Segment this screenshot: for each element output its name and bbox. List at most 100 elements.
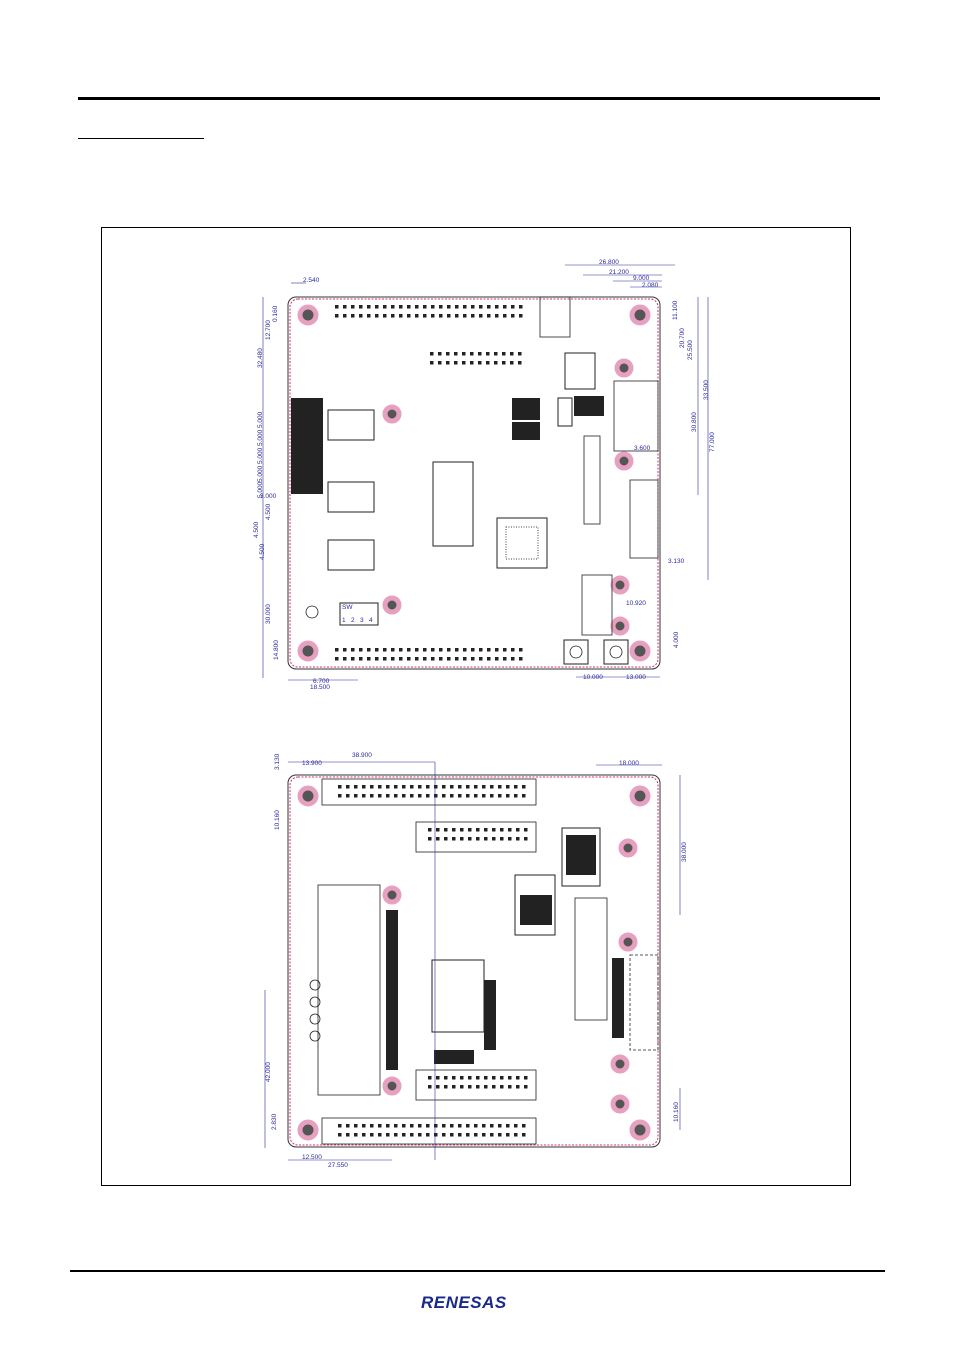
- pin: [460, 837, 464, 841]
- pin: [495, 314, 499, 318]
- header-pins-mid: [430, 352, 522, 365]
- dimension-label: 4.500: [253, 521, 260, 538]
- mounting-hole: [610, 1094, 630, 1114]
- pin: [471, 657, 475, 661]
- pin: [450, 785, 454, 789]
- pin: [471, 648, 475, 652]
- pin: [486, 361, 490, 365]
- pin: [399, 648, 403, 652]
- dimension-label: 10.160: [274, 810, 281, 830]
- renesas-logo: RENESAS: [421, 1293, 506, 1312]
- mounting-hole: [382, 1076, 402, 1096]
- pin: [500, 837, 504, 841]
- pin: [442, 1133, 446, 1137]
- pin: [434, 1133, 438, 1137]
- pin: [343, 314, 347, 318]
- pin: [436, 828, 440, 832]
- header-pins: [338, 1124, 526, 1137]
- pin: [455, 657, 459, 661]
- pin: [410, 794, 414, 798]
- footer-rule: [70, 1270, 885, 1272]
- regulator: [512, 422, 540, 440]
- section-heading-underline: [78, 138, 204, 139]
- pin: [383, 305, 387, 309]
- pin: [462, 352, 466, 356]
- pin: [458, 1124, 462, 1128]
- mounting-hole: [629, 304, 651, 326]
- pin: [511, 305, 515, 309]
- pin: [444, 828, 448, 832]
- pin: [503, 648, 507, 652]
- mounting-hole: [629, 785, 651, 807]
- ic-chip: [431, 959, 485, 1033]
- dimension-label: 26.800: [599, 259, 619, 266]
- pin: [359, 314, 363, 318]
- pin: [359, 657, 363, 661]
- pin: [391, 305, 395, 309]
- pin: [338, 785, 342, 789]
- pin: [386, 794, 390, 798]
- pin: [370, 1124, 374, 1128]
- pin: [452, 1076, 456, 1080]
- pin: [516, 828, 520, 832]
- dimension-label: 18.000: [619, 760, 639, 767]
- pin: [500, 1085, 504, 1089]
- pin: [460, 1076, 464, 1080]
- pin: [487, 648, 491, 652]
- ic-chip: [327, 481, 375, 513]
- pin: [492, 1076, 496, 1080]
- mounting-hole: [614, 451, 634, 471]
- pin: [335, 314, 339, 318]
- pin: [378, 1124, 382, 1128]
- pin: [466, 785, 470, 789]
- pin: [428, 828, 432, 832]
- pin: [490, 785, 494, 789]
- pin: [494, 352, 498, 356]
- pin: [378, 1133, 382, 1137]
- pin: [423, 305, 427, 309]
- pin: [399, 305, 403, 309]
- dimension-label: 5.000: [257, 429, 264, 446]
- pin: [470, 352, 474, 356]
- pin: [514, 1124, 518, 1128]
- button: [603, 639, 629, 665]
- pin: [468, 828, 472, 832]
- pin: [335, 305, 339, 309]
- pin: [351, 657, 355, 661]
- header-pins-bottom: [335, 648, 523, 661]
- mounting-hole: [610, 1054, 630, 1074]
- pin: [426, 785, 430, 789]
- header-connector: [583, 435, 601, 525]
- dimension-label: 10.000: [583, 674, 603, 681]
- pin: [474, 1133, 478, 1137]
- header-connector: [574, 897, 608, 1021]
- pin: [434, 794, 438, 798]
- pin: [375, 657, 379, 661]
- pin: [508, 1085, 512, 1089]
- pin: [452, 837, 456, 841]
- mounting-hole: [297, 1119, 319, 1141]
- usb-connector: [539, 296, 571, 338]
- pin: [474, 785, 478, 789]
- pin: [418, 1133, 422, 1137]
- pin: [407, 657, 411, 661]
- d-sub-connector: [581, 574, 613, 636]
- pin: [452, 828, 456, 832]
- pin: [511, 657, 515, 661]
- dimension-label: 3.000: [260, 493, 277, 500]
- pin: [455, 305, 459, 309]
- dimension-label: 13.900: [302, 760, 322, 767]
- pin: [463, 305, 467, 309]
- dimension-label: 21.200: [609, 269, 629, 276]
- pin: [466, 1124, 470, 1128]
- pin: [354, 1124, 358, 1128]
- mounting-hole: [614, 358, 634, 378]
- mounting-hole: [618, 932, 638, 952]
- dimension-label: 6.700: [313, 678, 330, 685]
- pin: [495, 305, 499, 309]
- pin: [423, 314, 427, 318]
- pin: [506, 1124, 510, 1128]
- dimension-label: 27.550: [328, 1162, 348, 1169]
- pin: [343, 648, 347, 652]
- pin: [487, 657, 491, 661]
